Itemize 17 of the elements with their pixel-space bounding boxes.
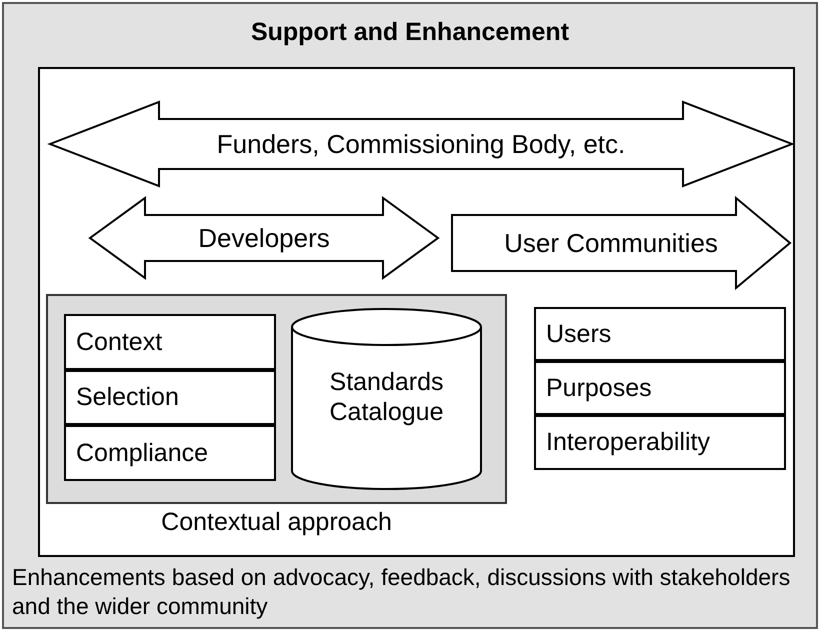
list-item-box: Compliance — [64, 425, 276, 481]
double-pointed-banner — [89, 197, 439, 279]
list-item-box: Users — [534, 307, 786, 361]
banner-label: Developers — [197, 222, 331, 254]
list-item-box: Purposes — [534, 361, 786, 415]
panel-title: Support and Enhancement — [250, 18, 570, 47]
list-item-box: Selection — [64, 370, 276, 425]
double-pointed-banner — [49, 101, 793, 187]
pointed-banner — [451, 197, 791, 289]
banner-label: Funders, Commissioning Body, etc. — [216, 128, 626, 160]
panel-caption: Contextual approach — [160, 507, 393, 537]
banner-label: User Communities — [503, 227, 719, 259]
cylinder-label: Standards Catalogue — [328, 367, 444, 427]
list-item-box: Context — [64, 314, 276, 370]
panel-footnote: Enhancements based on advocacy, feedback, discussions with stakeholders and the wider community — [12, 563, 792, 621]
list-item-box: Interoperability — [534, 415, 786, 470]
inner-panel — [38, 67, 795, 557]
